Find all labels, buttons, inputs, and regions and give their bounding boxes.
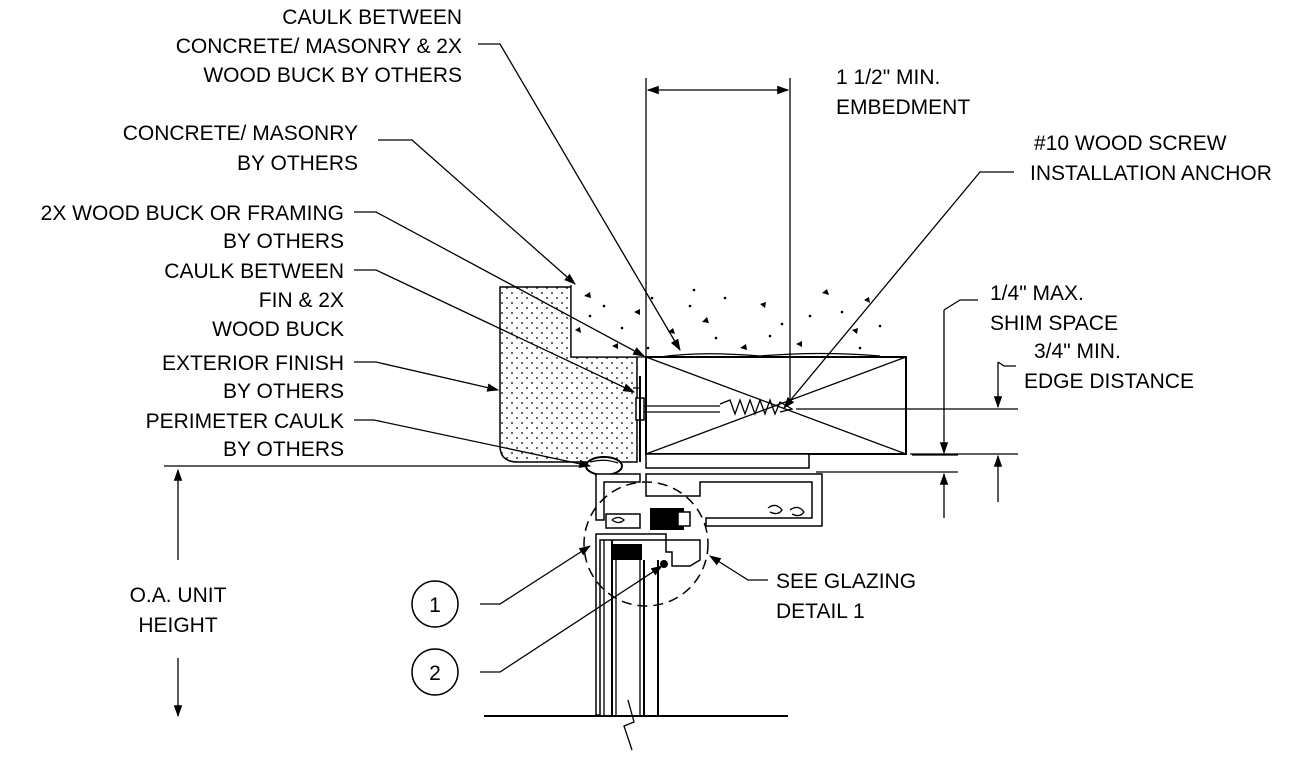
svg-text:1/4" MAX.: 1/4" MAX. <box>990 282 1084 305</box>
leader-lines <box>354 43 1014 673</box>
edge-distance-dimension <box>796 361 1018 502</box>
svg-text:WOOD BUCK: WOOD BUCK <box>212 318 344 341</box>
label-concrete-masonry: CONCRETE/ MASONRY BY OTHERS <box>123 122 358 175</box>
oa-height-dimension <box>164 465 580 718</box>
shim-space-dimension <box>816 299 978 518</box>
svg-text:CAULK BETWEEN: CAULK BETWEEN <box>164 260 344 283</box>
svg-text:1: 1 <box>429 594 441 617</box>
glazing-detail-circle <box>583 481 709 607</box>
svg-text:EXTERIOR FINISH: EXTERIOR FINISH <box>162 352 344 375</box>
window-frame <box>484 473 823 751</box>
svg-text:SHIM SPACE: SHIM SPACE <box>990 312 1118 335</box>
embedment-dimension <box>645 78 791 400</box>
svg-text:BY OTHERS: BY OTHERS <box>223 230 344 253</box>
label-caulk-fin: CAULK BETWEEN FIN & 2X WOOD BUCK <box>164 260 344 341</box>
svg-text:SEE GLAZING: SEE GLAZING <box>776 570 916 593</box>
svg-text:BY OTHERS: BY OTHERS <box>223 380 344 403</box>
svg-text:FIN & 2X: FIN & 2X <box>259 289 344 312</box>
window-fin <box>633 376 641 462</box>
label-shim-space: 1/4" MAX. SHIM SPACE <box>990 282 1118 335</box>
label-embedment: 1 1/2" MIN. EMBEDMENT <box>836 66 970 119</box>
label-glazing-detail: SEE GLAZING DETAIL 1 <box>776 570 916 623</box>
svg-text:1 1/2" MIN.: 1 1/2" MIN. <box>836 66 940 89</box>
marker-1: 1 <box>411 580 459 628</box>
svg-text:HEIGHT: HEIGHT <box>138 614 218 637</box>
svg-text:3/4" MIN.: 3/4" MIN. <box>1034 340 1121 363</box>
svg-text:BY OTHERS: BY OTHERS <box>237 152 358 175</box>
svg-text:CAULK BETWEEN: CAULK BETWEEN <box>282 6 462 29</box>
svg-text:2: 2 <box>429 662 441 685</box>
svg-text:BY OTHERS: BY OTHERS <box>223 438 344 461</box>
svg-text:WOOD BUCK BY OTHERS: WOOD BUCK BY OTHERS <box>203 64 462 87</box>
svg-text:DETAIL 1: DETAIL 1 <box>776 600 865 623</box>
label-edge-distance: 3/4" MIN. EDGE DISTANCE <box>1024 340 1194 393</box>
svg-text:CONCRETE/ MASONRY & 2X: CONCRETE/ MASONRY & 2X <box>176 35 462 58</box>
label-exterior-finish: EXTERIOR FINISH BY OTHERS <box>162 352 344 403</box>
label-perimeter-caulk: PERIMETER CAULK BY OTHERS <box>146 410 344 461</box>
label-wood-buck: 2X WOOD BUCK OR FRAMING BY OTHERS <box>41 202 344 253</box>
svg-text:INSTALLATION ANCHOR: INSTALLATION ANCHOR <box>1030 162 1272 185</box>
perimeter-caulk <box>585 456 623 476</box>
svg-text:EMBEDMENT: EMBEDMENT <box>836 96 970 119</box>
svg-text:2X WOOD BUCK OR FRAMING: 2X WOOD BUCK OR FRAMING <box>41 202 344 225</box>
label-wood-screw: #10 WOOD SCREW INSTALLATION ANCHOR <box>1030 132 1272 185</box>
svg-text:#10 WOOD SCREW: #10 WOOD SCREW <box>1034 132 1227 155</box>
svg-text:O.A. UNIT: O.A. UNIT <box>130 584 227 607</box>
svg-text:CONCRETE/ MASONRY: CONCRETE/ MASONRY <box>123 122 358 145</box>
label-oa-height: O.A. UNIT HEIGHT <box>130 584 227 637</box>
marker-2: 2 <box>411 648 459 696</box>
svg-text:PERIMETER CAULK: PERIMETER CAULK <box>146 410 344 433</box>
svg-text:EDGE DISTANCE: EDGE DISTANCE <box>1024 370 1194 393</box>
label-caulk-masonry: CAULK BETWEEN CONCRETE/ MASONRY & 2X WOO… <box>176 6 462 87</box>
